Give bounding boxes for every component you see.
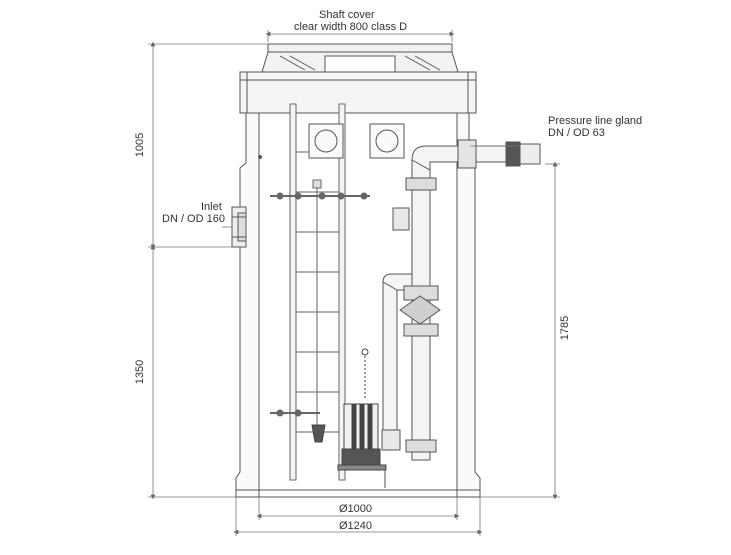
submersible-pump xyxy=(311,348,387,471)
shaft-cover xyxy=(261,43,459,73)
shaft-cover-spec-label: clear width 800 class D xyxy=(294,21,408,33)
dimension-lines xyxy=(148,30,560,536)
shaft-cover-label: Shaft cover xyxy=(319,9,375,21)
dimension-lower-height: 1350 xyxy=(134,359,147,385)
vent-squares xyxy=(308,123,405,159)
dimension-inner-diameter: Ø1000 xyxy=(339,503,373,515)
ladder xyxy=(270,103,370,481)
inlet-spec-label: DN / OD 160 xyxy=(162,213,225,225)
dimension-upper-height: 1005 xyxy=(134,132,147,158)
discharge-pipe xyxy=(381,139,541,488)
pressure-line-label: Pressure line gland xyxy=(548,115,643,127)
inlet-pipe xyxy=(231,155,262,248)
dimension-outlet-height: 1785 xyxy=(559,315,572,341)
dimension-outer-diameter: Ø1240 xyxy=(339,520,373,532)
inlet-label: Inlet xyxy=(201,201,222,213)
pressure-line-spec-label: DN / OD 63 xyxy=(548,127,605,139)
